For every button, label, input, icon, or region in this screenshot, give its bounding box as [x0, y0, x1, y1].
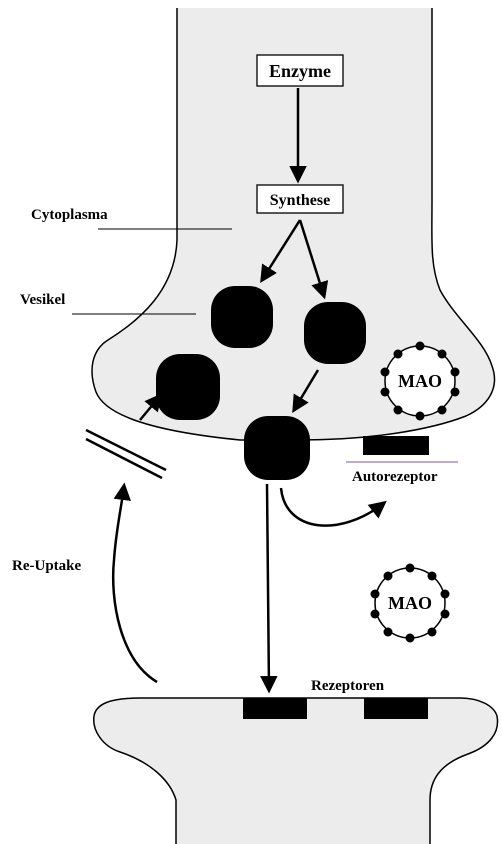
autorezeptor-label: Autorezeptor [352, 469, 438, 485]
arrow-release-to-receptors [267, 484, 269, 690]
vesikel-label: Vesikel [20, 292, 65, 308]
mao-label: MAO [388, 593, 432, 613]
vesicle [156, 354, 220, 420]
mao-enzyme-cleft: MAO [371, 564, 450, 643]
reuptake-transporter [86, 439, 162, 478]
vesicle [211, 286, 273, 348]
reuptake-transporter [86, 430, 166, 470]
postsynaptic-receptor [243, 698, 307, 719]
rezeptoren-label: Rezeptoren [311, 678, 385, 694]
re-uptake-label: Re-Uptake [12, 558, 81, 574]
synthese-label: Synthese [270, 192, 330, 209]
postsynaptic-cell [94, 698, 498, 844]
arrow-reuptake [113, 486, 157, 682]
autoreceptor [363, 436, 429, 455]
vesicle [244, 416, 310, 480]
postsynaptic-receptor [364, 698, 428, 719]
vesicle [304, 302, 366, 364]
cytoplasma-label: Cytoplasma [31, 207, 108, 223]
mao-label: MAO [398, 371, 442, 391]
arrow-to-autoreceptor [281, 488, 384, 526]
enzyme-label: Enzyme [269, 61, 331, 81]
